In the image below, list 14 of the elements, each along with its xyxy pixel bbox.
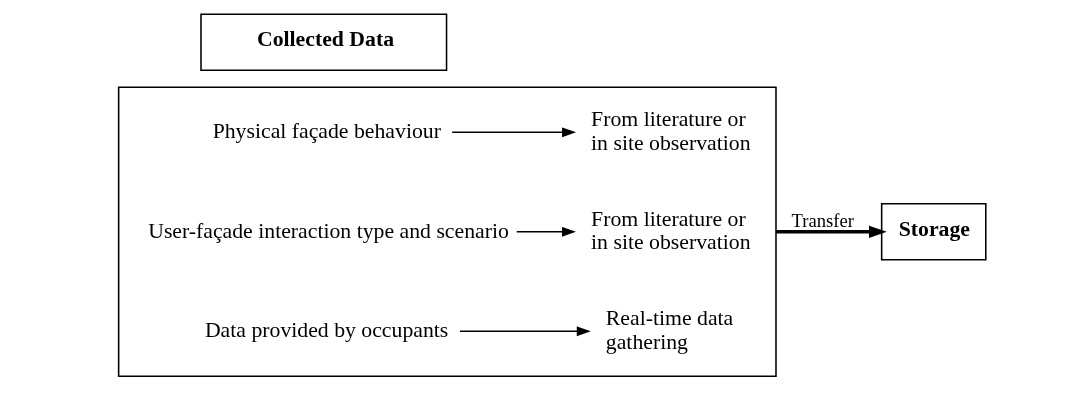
node-text: Physical façade behaviour [212,119,441,144]
node-box: Storage [880,203,987,261]
edge-label: Transfer [791,209,854,231]
arrow [451,127,577,138]
arrow [776,225,887,239]
node-text: User-façade interaction type and scenario [148,218,509,243]
cluster [117,86,777,378]
node-text: Data provided by occupants [204,318,449,343]
node-box: Collected Data [200,13,448,71]
node-text: From literature or in site observation [591,107,751,155]
node-text: From literature or in site observation [591,206,751,255]
node-text: Real-time data gathering [605,306,734,354]
arrow [459,326,591,337]
arrow [515,226,576,237]
